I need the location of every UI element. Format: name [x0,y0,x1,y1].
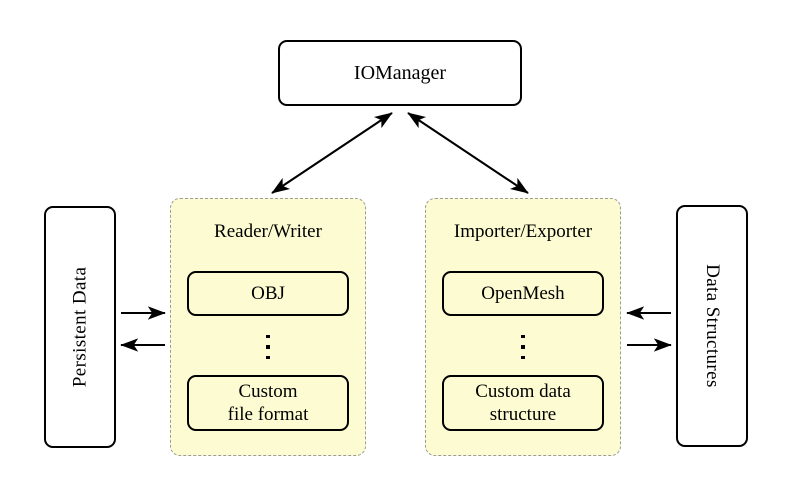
ellipsis-dot [266,345,270,349]
persistent-data-node[interactable]: Persistent Data [44,206,116,448]
item-openmesh-label: OpenMesh [481,282,565,304]
ellipsis-dot [521,355,525,360]
arrow-iomanager-reader-writer [271,112,393,194]
data-structures-node[interactable]: Data Structures [676,205,748,447]
arrow-iomanager-importer-exporter [407,112,529,194]
ellipsis-dot [266,334,270,339]
item-obj[interactable]: OBJ [187,271,349,316]
panel-reader-writer-title: Reader/Writer [214,221,322,242]
persistent-data-label: Persistent Data [69,266,91,388]
iomanager-node[interactable]: IOManager [278,40,522,106]
panel-importer-exporter-title: Importer/Exporter [453,221,593,242]
importer-exporter-ellipsis [426,327,620,367]
reader-writer-ellipsis [171,327,365,367]
ellipsis-dot [266,355,270,360]
ellipsis-dot [521,345,525,349]
item-openmesh[interactable]: OpenMesh [442,271,604,316]
ellipsis-dot [521,334,525,339]
item-obj-label: OBJ [251,282,285,304]
iomanager-label: IOManager [353,61,447,84]
data-structures-label: Data Structures [701,264,723,388]
